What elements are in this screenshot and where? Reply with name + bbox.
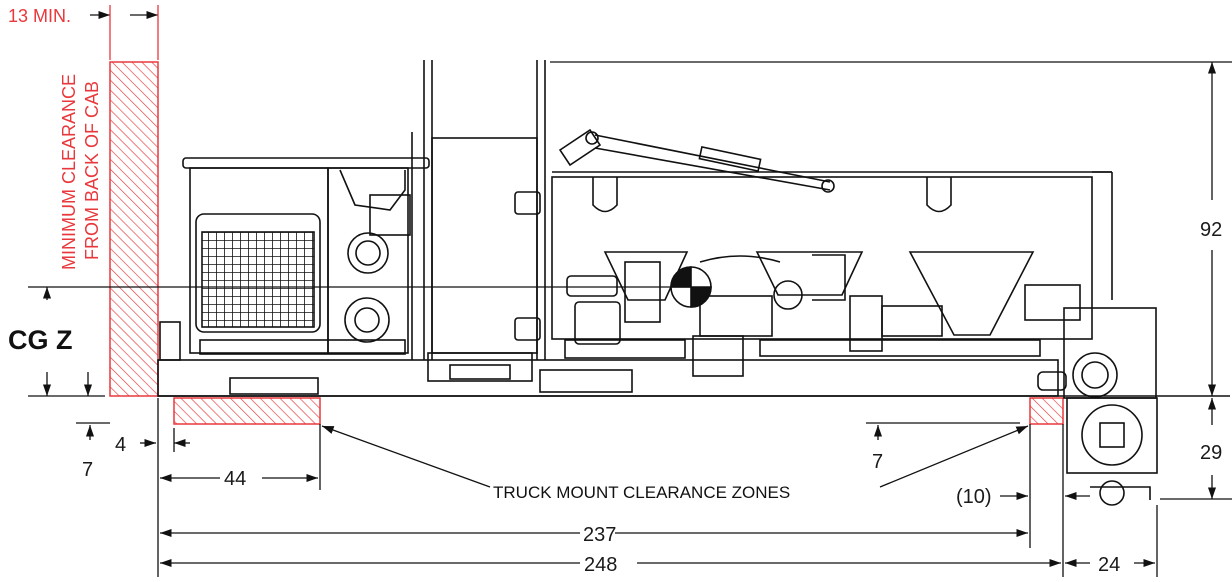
- min-clearance-dimension: 13 MIN.: [8, 6, 71, 26]
- dim-length-total: 248: [584, 554, 617, 576]
- dim-length-inner: 237: [583, 524, 616, 546]
- dim-drop-left: 7: [82, 459, 93, 481]
- machine-body: [157, 60, 1230, 506]
- truck-mount-clearance-zones: [173, 397, 1064, 425]
- dim-zone-right-offset: (10): [956, 486, 992, 508]
- cg-z-label: CG Z: [8, 325, 73, 355]
- cab-clearance-zone: [109, 61, 159, 397]
- truck-mount-label: TRUCK MOUNT CLEARANCE ZONES: [493, 483, 790, 502]
- dim-rear-width: 24: [1098, 554, 1120, 576]
- dim-offset-left: 4: [115, 434, 126, 456]
- dim-drop-right: 7: [872, 451, 883, 473]
- clearance-labels: 13 MIN. MINIMUM CLEARANCE FROM BACK OF C…: [8, 6, 790, 502]
- dim-height-total: 92: [1200, 219, 1222, 241]
- min-clearance-label-line1: MINIMUM CLEARANCE: [59, 74, 79, 270]
- min-clearance-label-line2: FROM BACK OF CAB: [82, 81, 102, 260]
- dim-height-lower: 29: [1200, 442, 1222, 464]
- dimension-lines: [28, 5, 1232, 578]
- dim-zone-left-width: 44: [224, 468, 246, 490]
- dimension-values: 92 29 4 7 7 44 (10) 237 248 24: [82, 219, 1222, 576]
